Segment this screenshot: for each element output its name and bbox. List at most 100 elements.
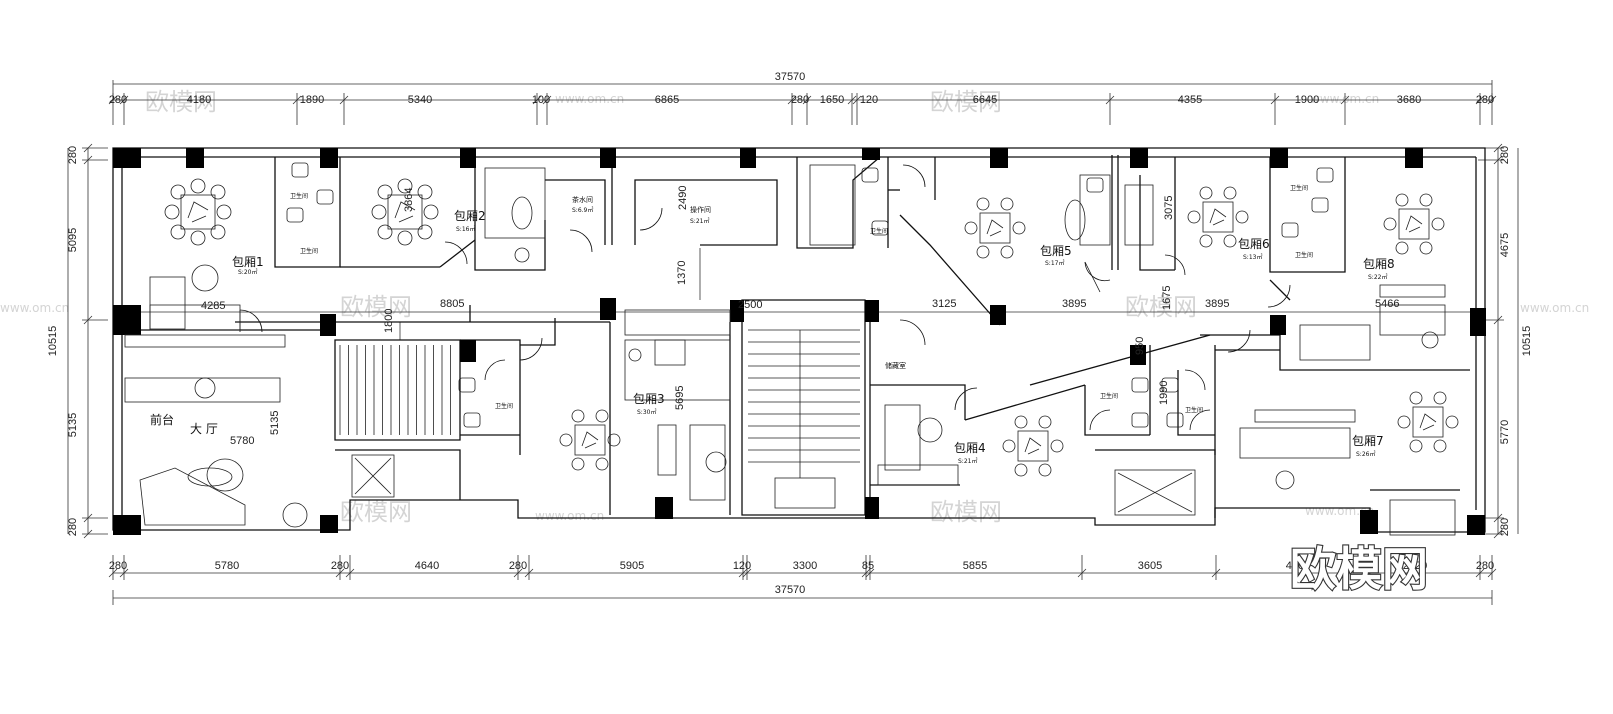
dim-tick-mark xyxy=(742,568,752,578)
dim-top-label: 6865 xyxy=(655,94,679,106)
elevator-cross xyxy=(1117,472,1193,513)
inner-dim-label: 5695 xyxy=(674,386,686,410)
chair xyxy=(170,224,186,240)
console-2 xyxy=(1254,409,1356,423)
console xyxy=(1379,284,1446,298)
dim-top-label: 280 xyxy=(109,94,127,106)
column xyxy=(600,148,616,168)
chair xyxy=(170,184,186,200)
inner-dim-label: 1990 xyxy=(1158,381,1170,405)
door-swing xyxy=(1227,329,1251,353)
dim-tick-mark xyxy=(119,95,129,105)
dim-tick-mark xyxy=(532,95,542,105)
dim-tick-mark xyxy=(119,568,129,578)
elevator-shaft xyxy=(1114,469,1196,516)
inner-dim-label: 4285 xyxy=(201,300,225,312)
room-label: 包厢8 xyxy=(1363,257,1395,271)
dim-left-label: 280 xyxy=(67,146,79,164)
dim-tick-mark xyxy=(1493,143,1503,153)
chair xyxy=(571,457,585,471)
structural-columns xyxy=(113,148,1486,535)
table-pattern xyxy=(1024,437,1042,455)
column xyxy=(1360,510,1378,534)
dim-top-label: 4355 xyxy=(1178,94,1202,106)
sofa-2 xyxy=(689,424,726,501)
watermark-url: www.om.cn xyxy=(0,301,69,315)
dim-tick-mark xyxy=(1493,315,1503,325)
watermark-logo: 欧模网 xyxy=(340,293,412,321)
inner-dim-label: 5780 xyxy=(230,435,254,447)
door-swing xyxy=(899,319,926,346)
desk xyxy=(1299,324,1371,361)
dim-bottom-label: 3605 xyxy=(1138,560,1162,572)
coffee-table xyxy=(206,458,244,492)
dim-top-label: 280 xyxy=(1476,94,1494,106)
toilet xyxy=(1166,412,1184,428)
cabinet-3 xyxy=(654,339,686,366)
dim-bottom-label: 280 xyxy=(109,560,127,572)
dim-top-label: 1650 xyxy=(820,94,844,106)
chair xyxy=(423,204,439,220)
chair xyxy=(417,184,433,200)
door-swing xyxy=(639,207,663,231)
dim-top-label: 100 xyxy=(532,94,550,106)
dim-top-label: 3680 xyxy=(1397,94,1421,106)
door-swing xyxy=(902,164,926,188)
dim-tick-mark xyxy=(852,95,862,105)
toilet xyxy=(1131,377,1149,393)
shelf xyxy=(877,464,959,486)
column xyxy=(1132,148,1142,158)
room-area: S:26㎡ xyxy=(1356,450,1375,458)
restroom-label: 卫生间 xyxy=(1290,184,1308,192)
dining-table xyxy=(1202,201,1234,233)
dim-right-label: 280 xyxy=(1499,146,1511,164)
door-swing xyxy=(239,309,263,333)
chair xyxy=(1199,186,1213,200)
room-area: S:22㎡ xyxy=(1368,273,1387,281)
dim-tick-mark xyxy=(83,143,93,153)
door-swing xyxy=(1164,254,1186,276)
dim-top-label: 5340 xyxy=(408,94,432,106)
dining-table xyxy=(979,212,1011,244)
dim-left-label: 5135 xyxy=(67,413,79,437)
door-swing xyxy=(1089,409,1111,431)
table-pattern xyxy=(986,219,1004,237)
dim-top-label: 280 xyxy=(791,94,809,106)
column xyxy=(655,497,673,519)
dim-tick-mark xyxy=(1487,568,1497,578)
reception-desk xyxy=(124,377,281,403)
wall-segment xyxy=(545,179,606,245)
room-area: S:20㎡ xyxy=(238,268,257,276)
dining-set-room7 xyxy=(1397,391,1459,453)
chair xyxy=(1014,415,1028,429)
dim-tick-mark xyxy=(802,95,812,105)
dim-bottom-label: 85 xyxy=(862,560,874,572)
dim-right-label: 280 xyxy=(1499,518,1511,536)
room-area: S:6.9㎡ xyxy=(572,206,593,214)
tv-cabinet xyxy=(1379,304,1446,336)
inner-dim-label: 1370 xyxy=(676,261,688,285)
chair xyxy=(1409,439,1423,453)
wall-segment xyxy=(439,239,476,268)
toilet xyxy=(463,412,481,428)
inner-dim-label: 3895 xyxy=(1062,298,1086,310)
dining-table xyxy=(180,194,216,230)
chair xyxy=(595,457,609,471)
elevator-shaft xyxy=(351,454,395,498)
stool-2 xyxy=(1275,470,1295,490)
chair xyxy=(377,184,393,200)
table-pattern xyxy=(1209,208,1227,226)
column xyxy=(865,300,879,322)
wall-segment xyxy=(112,147,1486,533)
dim-bottom-label: 120 xyxy=(733,560,751,572)
stair-hatch xyxy=(809,164,856,246)
dim-tick-mark xyxy=(1475,568,1485,578)
toilet xyxy=(1311,197,1329,213)
dining-table xyxy=(1412,406,1444,438)
dining-table xyxy=(574,424,606,456)
chair xyxy=(1199,234,1213,248)
restroom-label: 卫生间 xyxy=(1295,251,1313,259)
chair xyxy=(1397,415,1411,429)
chair xyxy=(1431,217,1445,231)
